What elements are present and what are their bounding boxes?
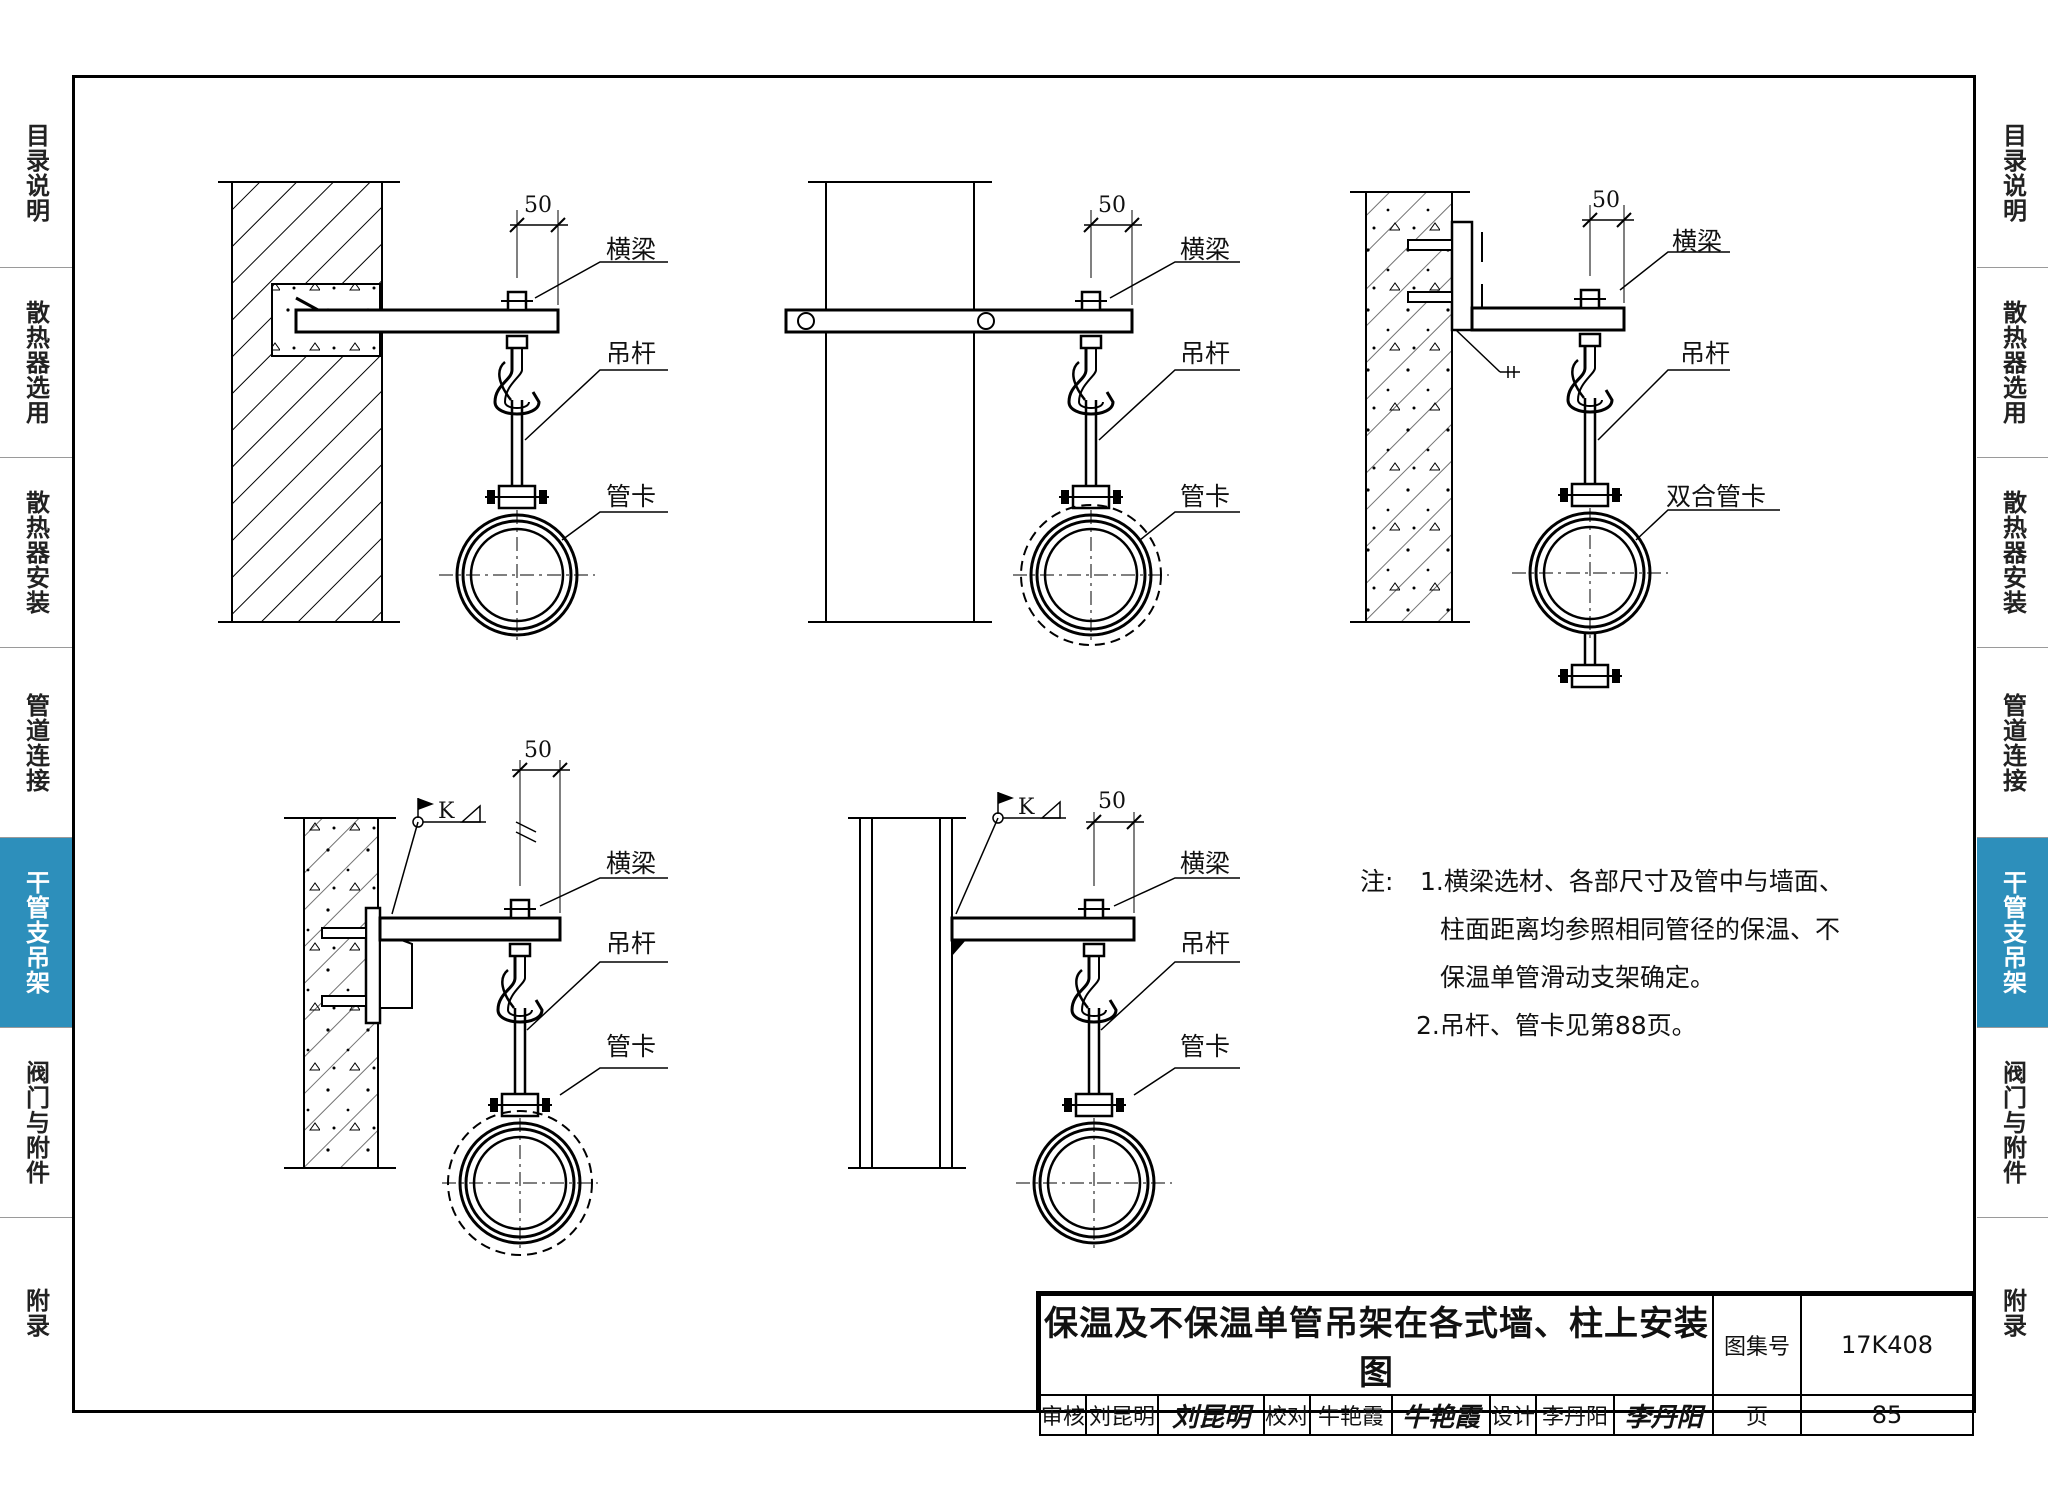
- drawing-frame: [72, 75, 1976, 1413]
- notes-prefix: 注:: [1360, 867, 1394, 896]
- atlas-label: 图集号: [1712, 1294, 1802, 1396]
- tab-label: 散热器安装: [21, 490, 50, 615]
- clamp-label: 管卡: [1180, 482, 1230, 511]
- rod-label: 吊杆: [606, 929, 656, 958]
- tab-label: 散热器选用: [1998, 300, 2027, 425]
- drawing-title: 保温及不保温单管吊架在各式墙、柱上安装图: [1039, 1294, 1714, 1396]
- drawing-brick-wall: 50 横梁 吊杆 管卡: [218, 181, 668, 647]
- tab-label: 管道连接: [1998, 692, 2027, 793]
- clamp-label: 管卡: [606, 1032, 656, 1061]
- rod-label: 吊杆: [606, 339, 656, 368]
- weld-symbol: K: [1018, 795, 1035, 820]
- clamp-label: 管卡: [1180, 1032, 1230, 1061]
- note-1-line-1: 1.横梁选材、各部尺寸及管中与墙面、: [1420, 867, 1844, 896]
- tab-contents[interactable]: 目录说明: [1977, 78, 2048, 268]
- clamp-label: 管卡: [606, 482, 656, 511]
- reviewer-name: 刘昆明: [1085, 1394, 1159, 1436]
- beam-label: 横梁: [1180, 235, 1230, 264]
- tab-radiator-selection[interactable]: 散热器选用: [1977, 268, 2048, 458]
- double-clamp-label: 双合管卡: [1666, 482, 1766, 511]
- note-1-line-2: 柱面距离均参照相同管径的保温、不: [1440, 915, 1841, 944]
- drawing-steel-column: K 50 横梁 吊杆 管卡: [848, 789, 1240, 1255]
- page-number: 85: [1800, 1394, 1974, 1436]
- designer-signature: 李丹阳: [1613, 1394, 1714, 1436]
- tab-label: 目录说明: [1998, 122, 2027, 223]
- tab-radiator-selection[interactable]: 散热器选用: [0, 268, 72, 458]
- beam-label: 横梁: [606, 235, 656, 264]
- beam-label: 横梁: [1180, 849, 1230, 878]
- designer-name: 李丹阳: [1535, 1394, 1615, 1436]
- dimension-label: 50: [1098, 789, 1126, 814]
- tab-label: 阀门与附件: [21, 1060, 50, 1185]
- rod-label: 吊杆: [1180, 339, 1230, 368]
- tab-appendix[interactable]: 附录: [1977, 1218, 2048, 1408]
- atlas-number: 17K408: [1800, 1294, 1974, 1396]
- tab-valves-accessories[interactable]: 阀门与附件: [1977, 1028, 2048, 1218]
- note-2: 2.吊杆、管卡见第88页。: [1416, 1011, 1697, 1040]
- check-label: 校对: [1263, 1394, 1311, 1436]
- weld-symbol: K: [438, 799, 455, 824]
- tab-main-pipe-supports[interactable]: 干管支吊架: [0, 838, 72, 1028]
- drawing-column-bolted: 50 横梁 吊杆 管卡: [784, 181, 1240, 647]
- dimension-label: 50: [524, 738, 552, 763]
- tab-label: 干管支吊架: [1998, 870, 2027, 995]
- tab-radiator-installation[interactable]: 散热器安装: [0, 458, 72, 648]
- tab-valves-accessories[interactable]: 阀门与附件: [0, 1028, 72, 1218]
- tab-label: 干管支吊架: [21, 870, 50, 995]
- tab-label: 阀门与附件: [1998, 1060, 2027, 1185]
- reviewer-signature: 刘昆明: [1157, 1394, 1265, 1436]
- note-1-line-3: 保温单管滑动支架确定。: [1440, 963, 1716, 992]
- tab-pipe-connection[interactable]: 管道连接: [0, 648, 72, 838]
- dimension-label: 50: [1098, 193, 1126, 218]
- beam-label: 横梁: [1672, 227, 1722, 256]
- tab-label: 管道连接: [21, 692, 50, 793]
- rod-label: 吊杆: [1680, 339, 1730, 368]
- beam-label: 横梁: [606, 849, 656, 878]
- tab-contents[interactable]: 目录说明: [0, 78, 72, 268]
- tab-label: 散热器选用: [21, 300, 50, 425]
- rod-label: 吊杆: [1180, 929, 1230, 958]
- drawing-concrete-welded: K 50 横梁 吊杆 管卡: [284, 738, 668, 1256]
- tab-radiator-installation[interactable]: 散热器安装: [1977, 458, 2048, 648]
- left-tab-strip: 目录说明 散热器选用 散热器安装 管道连接 干管支吊架 阀门与附件 附录: [0, 78, 72, 1413]
- review-label: 审核: [1039, 1394, 1087, 1436]
- dimension-label: 50: [1592, 188, 1620, 213]
- design-label: 设计: [1489, 1394, 1537, 1436]
- dimension-label: 50: [524, 193, 552, 218]
- checker-signature: 牛艳霞: [1391, 1394, 1491, 1436]
- notes: 注: 1.横梁选材、各部尺寸及管中与墙面、 柱面距离均参照相同管径的保温、不 保…: [1360, 858, 1920, 1050]
- tab-pipe-connection[interactable]: 管道连接: [1977, 648, 2048, 838]
- tab-appendix[interactable]: 附录: [0, 1218, 72, 1408]
- tab-label: 附录: [1998, 1288, 2027, 1338]
- tab-label: 附录: [21, 1288, 50, 1338]
- tab-label: 散热器安装: [1998, 490, 2027, 615]
- tab-main-pipe-supports[interactable]: 干管支吊架: [1977, 838, 2048, 1028]
- title-block: 保温及不保温单管吊架在各式墙、柱上安装图 图集号 17K408 审核 刘昆明 刘…: [1036, 1291, 1974, 1436]
- tab-label: 目录说明: [21, 122, 50, 223]
- right-tab-strip: 目录说明 散热器选用 散热器安装 管道连接 干管支吊架 阀门与附件 附录: [1977, 78, 2048, 1413]
- checker-name: 牛艳霞: [1309, 1394, 1393, 1436]
- page-label: 页: [1712, 1394, 1802, 1436]
- drawing-concrete-anchor: 50 横梁 吊杆 双合管卡: [1350, 188, 1780, 689]
